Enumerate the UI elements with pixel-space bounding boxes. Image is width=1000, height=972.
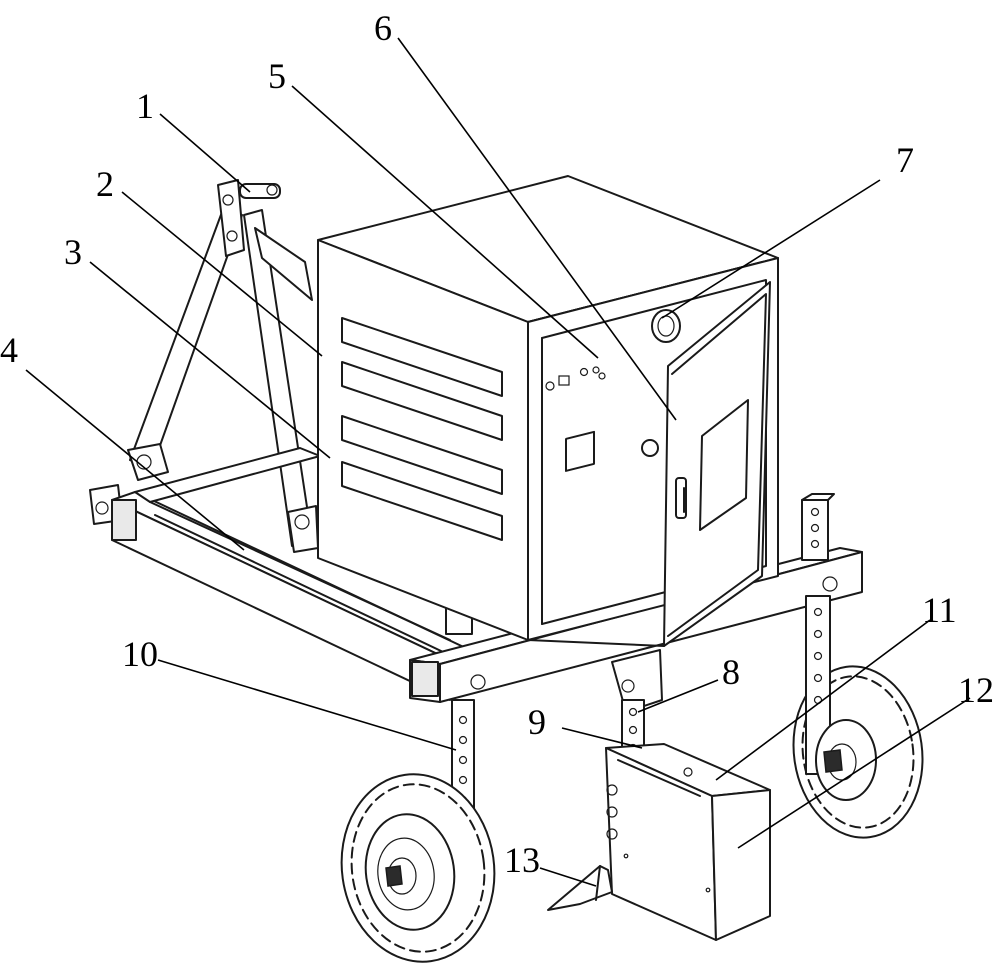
callout-3: 3 [64, 232, 82, 272]
callout-5: 5 [268, 56, 286, 96]
callout-10: 10 [122, 634, 158, 674]
callout-13: 13 [504, 840, 540, 880]
vent-slots [341, 317, 503, 541]
callout-7: 7 [896, 140, 914, 180]
right-wheel-assembly [792, 493, 924, 839]
control-cabinet [317, 175, 779, 647]
leader-lines [25, 37, 971, 887]
sensor-box [605, 743, 771, 941]
callout-6: 6 [374, 8, 392, 48]
callout-12: 12 [958, 670, 994, 710]
callout-2: 2 [96, 164, 114, 204]
callout-1: 1 [136, 86, 154, 126]
callout-labels: 1 2 3 4 5 6 7 8 9 10 11 12 13 [0, 8, 994, 880]
callout-8: 8 [722, 652, 740, 692]
callout-11: 11 [922, 590, 957, 630]
callout-4: 4 [0, 330, 18, 370]
callout-9: 9 [528, 702, 546, 742]
soil-tine [547, 865, 613, 911]
left-wheel-assembly [340, 591, 496, 963]
